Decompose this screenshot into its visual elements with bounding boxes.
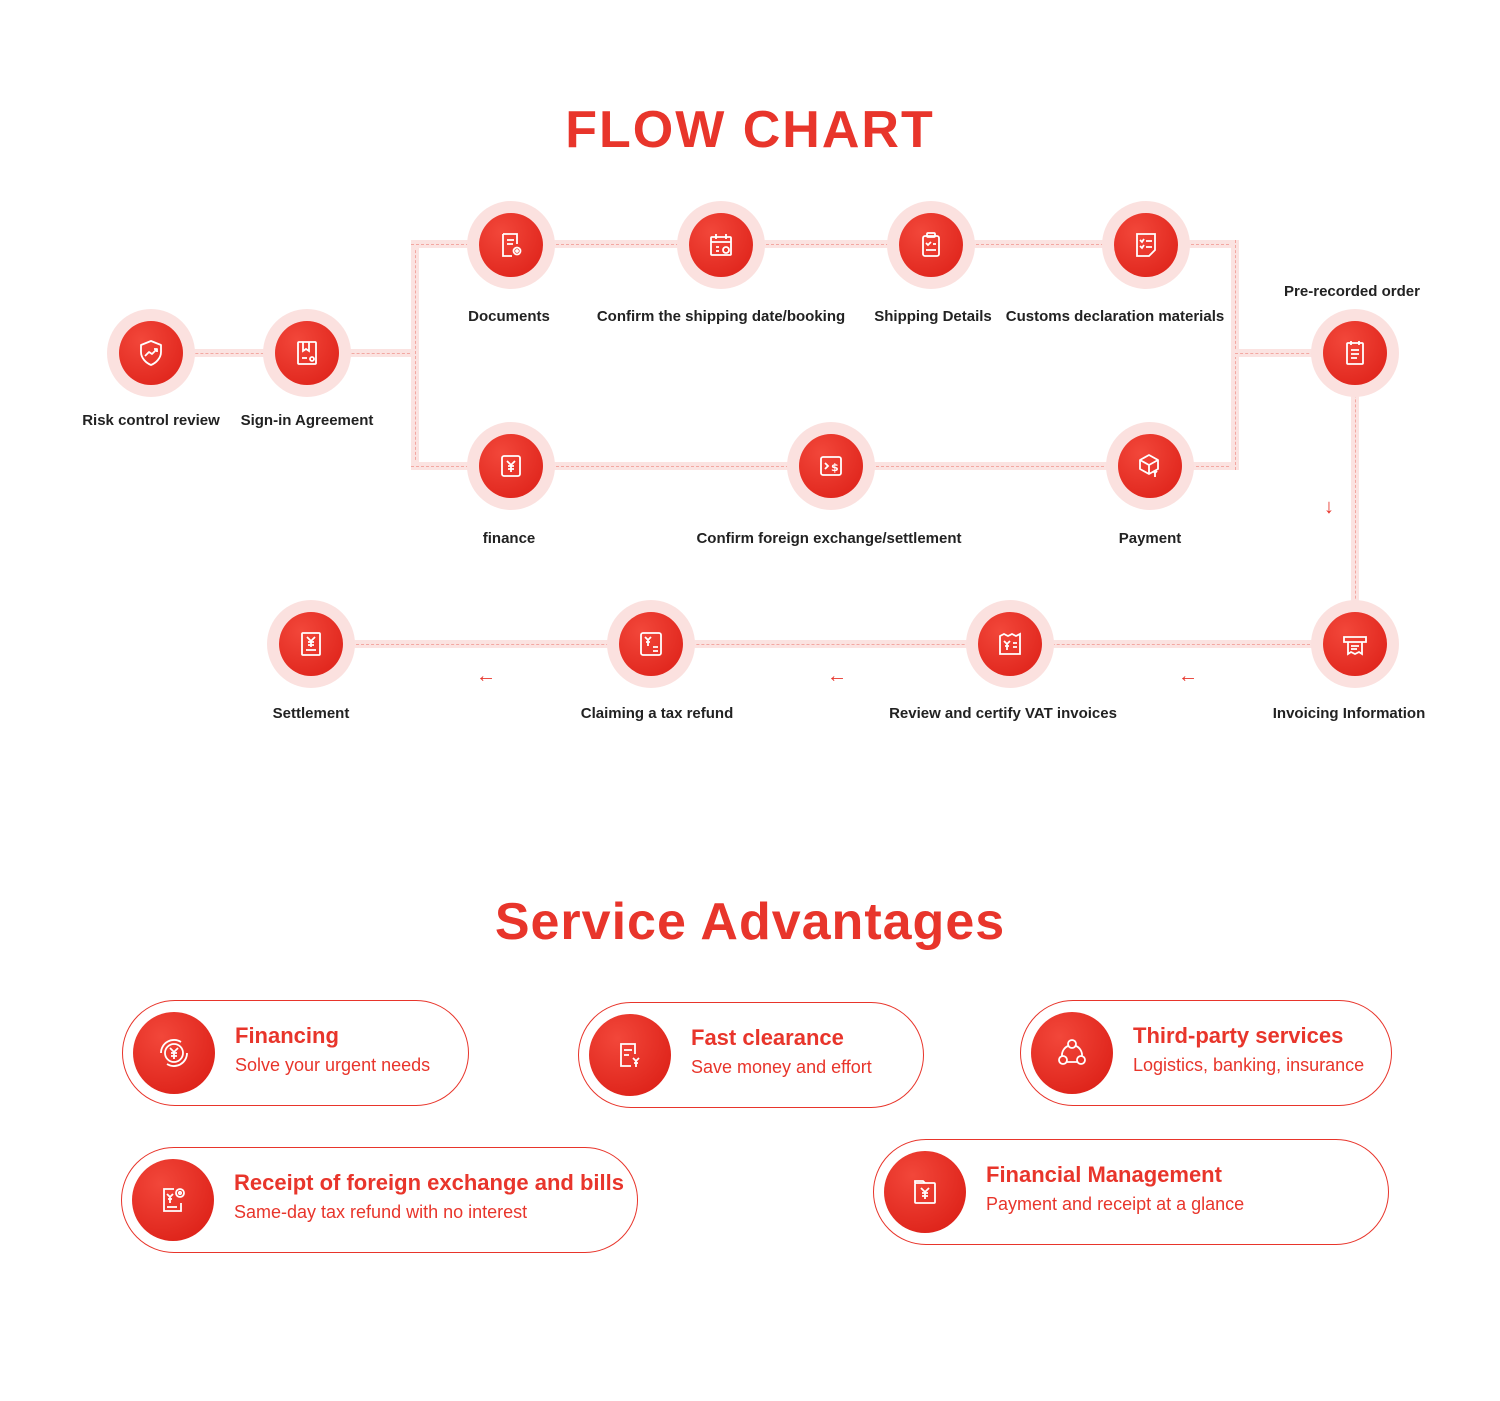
- connector: [1351, 354, 1359, 644]
- step-node-settlement: [267, 600, 355, 688]
- step-label: Customs declaration materials: [1005, 308, 1225, 325]
- advantage-subtitle: Same-day tax refund with no interest: [234, 1202, 528, 1222]
- advantage-title: Financial Management: [986, 1162, 1222, 1187]
- step-label: finance: [482, 530, 536, 547]
- step-node-customs: [1102, 201, 1190, 289]
- step-label: Claiming a tax refund: [580, 705, 734, 722]
- step-node-vat: [966, 600, 1054, 688]
- order-list-icon: [1346, 341, 1364, 365]
- advantage-title: Fast clearance: [691, 1025, 844, 1050]
- coin-cycle-icon: [133, 1012, 215, 1094]
- step-label: Sign-in Agreement: [240, 412, 374, 429]
- connector: [1235, 349, 1355, 357]
- step-label: Shipping Details: [874, 308, 992, 325]
- step-node-payment: [1106, 422, 1194, 510]
- step-node-forex: $: [787, 422, 875, 510]
- step-node-shipping-date: [677, 201, 765, 289]
- step-node-prerecorded: [1311, 309, 1399, 397]
- advantage-title: Receipt of foreign exchange and bills: [234, 1170, 624, 1195]
- connector: [411, 240, 419, 470]
- service-advantages-title: Service Advantages: [494, 893, 1006, 951]
- advantage-card-financial-management: Financial Management Payment and receipt…: [873, 1139, 1389, 1245]
- svg-text:$: $: [831, 461, 839, 474]
- step-node-shipping-details: [887, 201, 975, 289]
- network-icon: [1031, 1012, 1113, 1094]
- calendar-icon: [710, 234, 732, 256]
- connector: [311, 640, 1355, 648]
- advantage-subtitle: Logistics, banking, insurance: [1133, 1055, 1365, 1075]
- advantage-subtitle: Payment and receipt at a glance: [986, 1194, 1245, 1214]
- step-label: Review and certify VAT invoices: [889, 705, 1117, 722]
- step-node-sign: [263, 309, 351, 397]
- shield-trend-icon: [140, 340, 162, 366]
- folder-yen-icon: [884, 1151, 966, 1233]
- clipboard-check-icon: [922, 232, 940, 257]
- advantage-card-foreign-exchange: Receipt of foreign exchange and bills Sa…: [121, 1147, 638, 1253]
- document-gear-icon: [502, 233, 522, 257]
- arrow-left-icon: ←: [827, 665, 847, 687]
- step-label: Documents: [468, 308, 550, 325]
- advantage-card-financing: Financing Solve your urgent needs: [122, 1000, 469, 1106]
- step-label: Pre-recorded order: [1284, 283, 1420, 300]
- package-yen-icon: [1139, 454, 1159, 477]
- agreement-icon: [297, 341, 317, 365]
- step-node-documents: [467, 201, 555, 289]
- advantage-subtitle: Solve your urgent needs: [235, 1055, 431, 1075]
- advantage-subtitle: Save money and effort: [691, 1057, 872, 1077]
- step-node-tax-refund: [607, 600, 695, 688]
- step-node-risk: [107, 309, 195, 397]
- arrow-down-icon: ↓: [1324, 496, 1334, 518]
- advantage-title: Financing: [235, 1023, 339, 1048]
- advantage-card-fast-clearance: Fast clearance Save money and effort: [578, 1002, 924, 1108]
- advantage-title: Third-party services: [1133, 1023, 1344, 1048]
- step-node-finance: [467, 422, 555, 510]
- step-label: Risk control review: [82, 412, 220, 429]
- step-label: Payment: [1118, 530, 1182, 547]
- connector: [411, 240, 1239, 248]
- step-label: Confirm the shipping date/booking: [596, 308, 846, 325]
- step-label: Settlement: [272, 705, 350, 722]
- dollar-exchange-icon: $: [820, 456, 842, 476]
- yen-statement-icon: [301, 632, 321, 656]
- advantage-card-third-party: Third-party services Logistics, banking,…: [1020, 1000, 1392, 1106]
- checklist-document-icon: [1136, 233, 1156, 257]
- invoice-printer-icon: [1343, 636, 1367, 656]
- flow-chart-title: FLOW CHART: [565, 101, 935, 159]
- document-yen-icon: [589, 1014, 671, 1096]
- arrow-left-icon: ←: [1178, 665, 1198, 687]
- arrow-left-icon: ←: [476, 665, 496, 687]
- yen-tablet-icon: [640, 632, 662, 656]
- step-label: Confirm foreign exchange/settlement: [696, 530, 962, 547]
- yen-wallet-icon: [501, 455, 521, 477]
- receipt-yen-icon: [999, 632, 1021, 655]
- step-label: Invoicing Information: [1272, 705, 1426, 722]
- bill-gear-icon: [132, 1159, 214, 1241]
- step-node-invoicing: [1311, 600, 1399, 688]
